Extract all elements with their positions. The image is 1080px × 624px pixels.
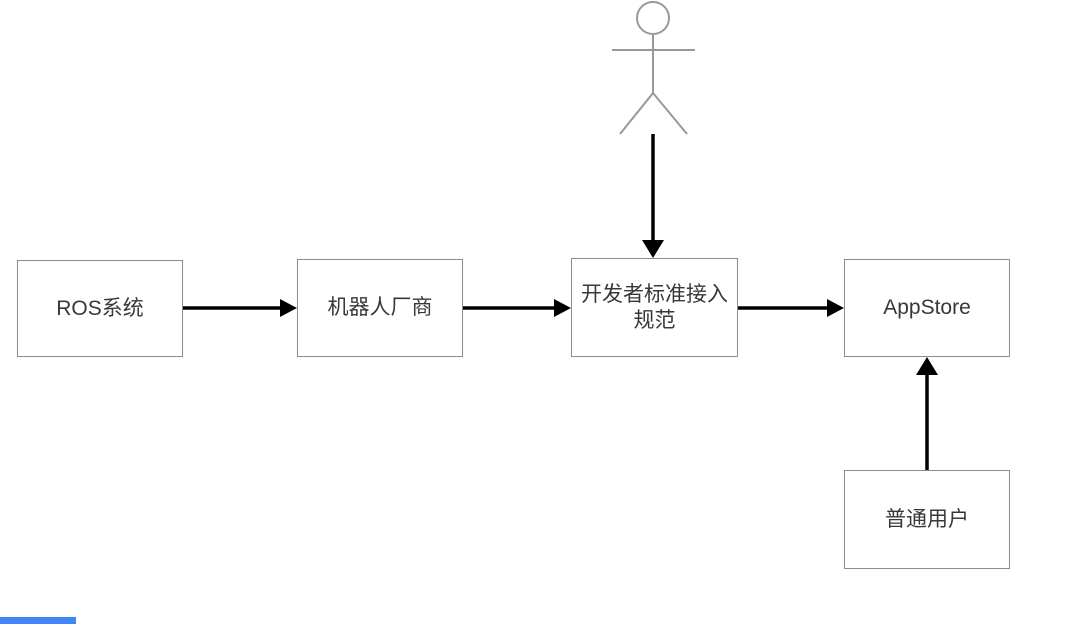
edge-actor-to-spec[interactable] <box>642 134 664 258</box>
node-ros-system-label: ROS系统 <box>56 296 144 320</box>
arrowhead-right-icon <box>554 299 571 317</box>
edge-user-to-appstore[interactable] <box>916 357 938 470</box>
arrowhead-up-icon <box>916 357 938 375</box>
node-robot-vendor[interactable]: 机器人厂商 <box>297 259 463 357</box>
node-ordinary-user[interactable]: 普通用户 <box>844 470 1010 569</box>
arrowhead-down-icon <box>642 240 664 258</box>
arrowhead-right-icon <box>280 299 297 317</box>
edge-ros-to-vendor[interactable] <box>183 299 297 317</box>
edge-spec-to-appstore[interactable] <box>738 299 844 317</box>
node-appstore-label: AppStore <box>883 296 971 319</box>
node-robot-vendor-label: 机器人厂商 <box>327 296 433 319</box>
arrowhead-right-icon <box>827 299 844 317</box>
bottom-accent-bar <box>0 617 76 624</box>
node-appstore[interactable]: AppStore <box>844 259 1010 357</box>
actor-icon[interactable] <box>612 1 695 135</box>
node-ros-system[interactable]: ROS系统 <box>17 260 183 357</box>
edge-vendor-to-spec[interactable] <box>463 299 571 317</box>
node-ordinary-user-label: 普通用户 <box>885 507 969 531</box>
node-developer-standard-spec-label: 开发者标准接入 规范 <box>581 282 728 332</box>
node-developer-standard-spec[interactable]: 开发者标准接入 规范 <box>571 258 738 357</box>
